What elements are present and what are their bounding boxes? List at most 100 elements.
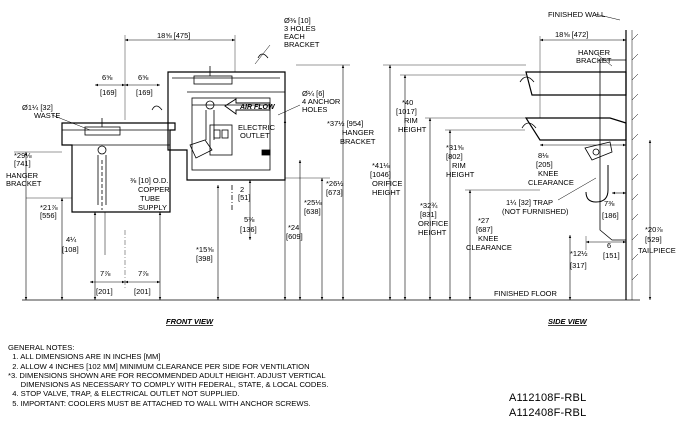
dim-right-half: 6⅝: [138, 73, 149, 82]
model-number: A112108F-RBL: [509, 392, 587, 404]
note-5: 5. IMPORTANT: COOLERS MUST BE ATTACHED T…: [8, 398, 311, 408]
dim-40-2: RIM: [404, 116, 418, 125]
dim-anchor-top-3: EACH: [284, 32, 305, 41]
note-3-cont: DIMENSIONS AS NECESSARY TO COMPLY WITH F…: [8, 380, 329, 390]
dim-2078-mm: [529]: [645, 235, 662, 244]
dim-1558: *15⅝: [196, 245, 214, 254]
model-number: A112408F-RBL: [509, 407, 587, 419]
dim-3234-3: HEIGHT: [418, 228, 447, 237]
dim-2: 2: [240, 185, 244, 194]
label-anchor-holes: Ø¼ [6]: [302, 89, 325, 98]
note-1: 1. ALL DIMENSIONS ARE IN INCHES [MM]: [8, 352, 161, 362]
dim-6: 6: [607, 241, 611, 250]
dim-right-half-mm: [169]: [136, 88, 153, 97]
dim-24: *24: [288, 223, 299, 232]
dim-hanger-left-3: BRACKET: [6, 179, 42, 188]
dim-1212-mm: [317]: [570, 261, 587, 270]
dim-24-mm: [609]: [286, 232, 303, 241]
front-view-labels: 18⅝ [475] Ø⅜ [10] 3 HOLES EACH BRACKET 6…: [6, 16, 376, 326]
dim-3712-2: HANGER: [342, 128, 375, 137]
label-waste-2: WASTE: [34, 111, 60, 120]
model-numbers: A112108F-RBL A112408F-RBL: [509, 391, 586, 421]
dim-2078-2: TAILPIECE: [638, 246, 676, 255]
dim-4118-2: ORIFICE: [372, 179, 402, 188]
note-4: 4. STOP VALVE, TRAP, & ELECTRICAL OUTLET…: [8, 389, 240, 399]
side-view-title: SIDE VIEW: [548, 317, 588, 326]
dim-4118-mm: [1046]: [370, 170, 391, 179]
label-anchor-holes-2: 4 ANCHOR: [302, 97, 341, 106]
dim-3158: *31⅝: [446, 143, 464, 152]
dim-778b-mm: [201]: [134, 287, 151, 296]
dim-2078: *20⅞: [645, 225, 663, 234]
label-electric: ELECTRIC: [238, 123, 276, 132]
label-electric-2: OUTLET: [240, 131, 270, 140]
dim-1212: *12½: [570, 249, 588, 258]
dim-778a-mm: [201]: [96, 287, 113, 296]
dim-left-half-mm: [169]: [100, 88, 117, 97]
dim-2612: *26½: [326, 179, 344, 188]
dim-414-mm: [108]: [62, 245, 79, 254]
dim-total-width: 18⅝ [475]: [157, 31, 190, 40]
dim-27-3: CLEARANCE: [466, 243, 512, 252]
dim-3158-2: RIM: [452, 161, 466, 170]
dim-4118: *41⅛: [372, 161, 390, 170]
dim-2612-mm: [673]: [326, 188, 343, 197]
dim-818-2: KNEE: [538, 169, 558, 178]
label-trap-2: (NOT FURNISHED): [502, 207, 569, 216]
dim-21: *21⅞: [40, 203, 58, 212]
label-copper: ⅜ [10] O.D.: [130, 176, 168, 185]
dim-27: *27: [478, 216, 489, 225]
dim-1558-mm: [398]: [196, 254, 213, 263]
dim-778b: 7⅞: [138, 269, 149, 278]
label-anchor-holes-3: HOLES: [302, 105, 327, 114]
dim-3712-3: BRACKET: [340, 137, 376, 146]
dim-3234-2: ORIFICE: [418, 219, 448, 228]
dim-3712: *37½ [954]: [327, 119, 363, 128]
note-3: *3. DIMENSIONS SHOWN ARE FOR RECOMMENDED…: [8, 370, 326, 380]
dim-538: 5⅜: [244, 215, 255, 224]
dim-3234-mm: [831]: [420, 210, 437, 219]
dim-778a: 7⅞: [100, 269, 111, 278]
dim-anchor-top-4: BRACKET: [284, 40, 320, 49]
label-waste: Ø1¼ [32]: [22, 103, 53, 112]
dim-27-mm: [687]: [476, 225, 493, 234]
front-view: [14, 35, 365, 301]
dim-3234: *32¾: [420, 201, 438, 210]
dim-left-half: 6⅝: [102, 73, 113, 82]
dim-538-mm: [136]: [240, 225, 257, 234]
dim-40-mm: [1017]: [396, 107, 417, 116]
notes-heading: GENERAL NOTES:: [8, 343, 75, 352]
dim-2-mm: [51]: [238, 193, 251, 202]
dim-2518-mm: [638]: [304, 207, 321, 216]
dim-3158-mm: [802]: [446, 152, 463, 161]
side-view: [365, 13, 652, 301]
label-copper-2: COPPER: [138, 185, 170, 194]
dim-6-mm: [151]: [603, 251, 620, 260]
dim-side-width: 18⅝ [472]: [555, 30, 588, 39]
label-trap: 1¼ [32] TRAP: [506, 198, 553, 207]
side-view-labels: FINISHED WALL 18⅝ [472] HANGER BRACKET *…: [370, 10, 676, 326]
label-copper-4: SUPPLY: [138, 203, 167, 212]
label-hanger-2: BRACKET: [576, 56, 612, 65]
dim-27-2: KNEE: [478, 234, 498, 243]
dim-hanger-left: *29⅛: [14, 151, 32, 160]
dim-818-3: CLEARANCE: [528, 178, 574, 187]
dim-818: 8⅛: [538, 151, 549, 160]
dim-738-mm: [186]: [602, 211, 619, 220]
dim-4118-3: HEIGHT: [372, 188, 401, 197]
dim-414: 4¼: [66, 235, 77, 244]
dim-40-3: HEIGHT: [398, 125, 427, 134]
label-airflow: AIR FLOW: [239, 104, 276, 111]
dim-hanger-left-mm: [741]: [14, 159, 31, 168]
general-notes: GENERAL NOTES: 1. ALL DIMENSIONS ARE IN …: [8, 343, 329, 408]
label-copper-3: TUBE: [140, 194, 160, 203]
label-finished-floor: FINISHED FLOOR: [494, 289, 558, 298]
dim-818-mm: [205]: [536, 160, 553, 169]
dim-21-mm: [556]: [40, 211, 57, 220]
label-finished-wall: FINISHED WALL: [548, 10, 605, 19]
front-view-title: FRONT VIEW: [166, 317, 214, 326]
dim-hanger-left-2: HANGER: [6, 171, 39, 180]
dim-anchor-top-2: 3 HOLES: [284, 24, 316, 33]
